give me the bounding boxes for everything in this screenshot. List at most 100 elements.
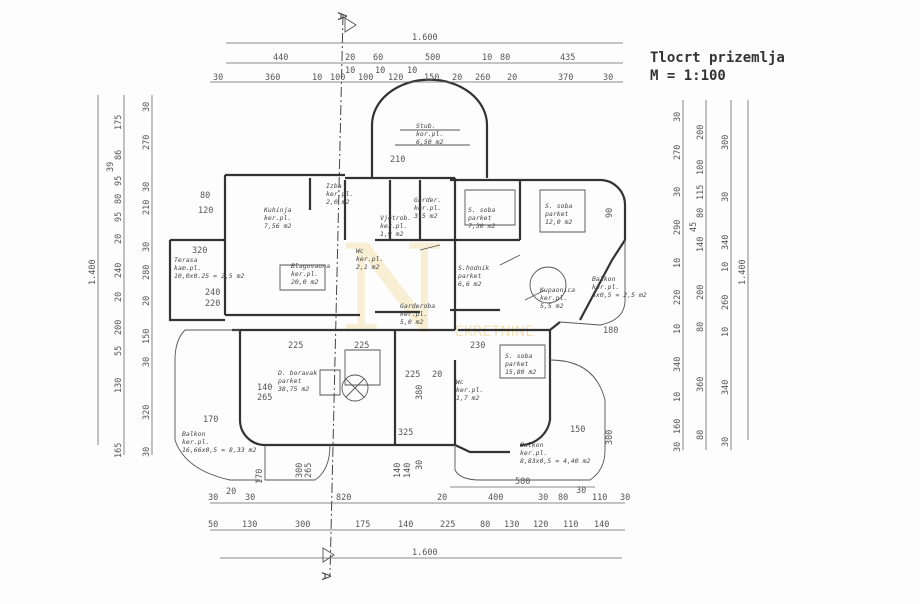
dim-right-total: 1.400 [738, 259, 748, 285]
dim-label: 80 [480, 520, 490, 530]
dim-label: 20 [345, 53, 355, 63]
dim-label: 260 [721, 295, 731, 310]
room-label-text: Wc [456, 378, 464, 386]
dim-label: 30 [603, 73, 613, 83]
dim-label: 300 [605, 430, 615, 445]
dim-label: 340 [673, 357, 683, 372]
room-label-text: Kupaonica [539, 286, 575, 294]
dim-label: 120 [533, 520, 548, 530]
dim-label: 230 [470, 341, 485, 351]
dim-bottom-row1: 580 [515, 477, 530, 487]
walls [168, 78, 627, 481]
dim-left-col3: 30 270 30 210 30 280 20 150 30 320 30 [142, 102, 152, 457]
dim-label: 290 [673, 220, 683, 235]
dim-left-total: 1.400 [88, 259, 98, 285]
dim-label: 325 [398, 428, 413, 438]
dim-label: 30 [673, 187, 683, 197]
room-label-text: 7,56 m2 [264, 222, 291, 230]
dim-label: 360 [265, 73, 280, 83]
dim-label: 265 [257, 393, 272, 403]
room-label-text: parket [468, 214, 492, 222]
dim-label: 30 [673, 442, 683, 452]
room-label-text: 6,50 m2 [416, 138, 443, 146]
dim-label: 400 [488, 493, 503, 503]
room-label-text: ker.pl. [380, 222, 407, 230]
room-label-text: Garder. [414, 196, 441, 204]
dim-label: 10 [345, 66, 355, 76]
dim-left-col2: 175 86 39 95 80 95 20 240 20 200 55 130 … [106, 115, 124, 458]
room-label-text: parket [278, 377, 302, 385]
dim-bottom-row2: 30 20 30 820 20 400 30 80 30 110 30 [208, 486, 630, 503]
dim-label: 60 [373, 53, 383, 63]
dim-right-col1: 30 270 30 290 10 220 10 340 10 160 30 [673, 112, 683, 452]
dim-label: 500 [425, 53, 440, 63]
room-label-text: ker.pl. [520, 449, 547, 457]
room-label-text: Blagovaona [291, 262, 330, 270]
room-label-text: parket [458, 272, 482, 280]
dim-label: 150 [424, 73, 439, 83]
dim-label: 80 [696, 430, 706, 440]
dim-label: 30 [415, 460, 425, 470]
room-label-text: ker.pl. [356, 255, 383, 263]
dim-label: 110 [592, 493, 607, 503]
dim-label: 10 [673, 392, 683, 402]
dim-label: 90 [605, 208, 615, 218]
dim-label: 80 [500, 53, 510, 63]
section-label-top: A [335, 12, 349, 21]
dim-label: 225 [288, 341, 303, 351]
room-label-text: ker.pl. [400, 310, 427, 318]
dim-label: 320 [192, 246, 207, 256]
dim-label: 270 [142, 135, 152, 150]
dim-label: 150 [570, 425, 585, 435]
dim-label: 10 [482, 53, 492, 63]
room-label-text: 16,66x0,5 = 8,33 m2 [182, 446, 256, 454]
dim-label: 240 [114, 263, 124, 278]
dim-label: 140 [393, 463, 403, 478]
room-label-text: Vjetrob. [380, 214, 411, 222]
dim-label: 360 [696, 377, 706, 392]
room-label-text: ker.pl. [456, 386, 483, 394]
dim-label: 170 [255, 469, 265, 484]
dim-label: 225 [405, 370, 420, 380]
room-label-text: 38,75 m2 [277, 385, 309, 393]
dim-label: 175 [114, 115, 124, 130]
dim-label: 30 [213, 73, 223, 83]
room-label-text: S. soba [545, 202, 572, 210]
room-label-text: Izba [326, 182, 342, 190]
dimension-lines [97, 42, 749, 559]
dim-label: 140 [403, 463, 413, 478]
dim-label: 370 [558, 73, 573, 83]
dim-label: 10 [721, 327, 731, 337]
dim-top-row3: 30 360 10 100 10 100 10 120 10 150 20 26… [213, 66, 613, 83]
dim-label: 10 [673, 324, 683, 334]
dim-label: 30 [721, 192, 731, 202]
dim-label: 200 [114, 320, 124, 335]
plan-scale: M = 1:100 [650, 68, 726, 84]
room-label-text: parket [505, 360, 529, 368]
dim-label: 50 [208, 520, 218, 530]
dim-label: 130 [504, 520, 519, 530]
room-label-text: ker.pl. [592, 283, 619, 291]
dim-label: 30 [245, 493, 255, 503]
dim-label: 240 [205, 288, 220, 298]
dim-label: 30 [142, 182, 152, 192]
room-label-text: 2,1 m2 [356, 263, 380, 271]
dim-top-row2: 440 20 60 500 10 80 435 [273, 53, 575, 63]
dim-label: 300 [295, 463, 305, 478]
room-label-text: ker.pl. [414, 204, 441, 212]
dim-label: 10 [312, 73, 322, 83]
dim-label: 30 [142, 357, 152, 367]
dim-label: 300 [721, 135, 731, 150]
dim-label: 340 [721, 235, 731, 250]
dim-top-total: 1.600 [412, 33, 438, 43]
watermark-logo: N [340, 220, 445, 359]
room-label-text: 2,0 m2 [326, 198, 350, 206]
